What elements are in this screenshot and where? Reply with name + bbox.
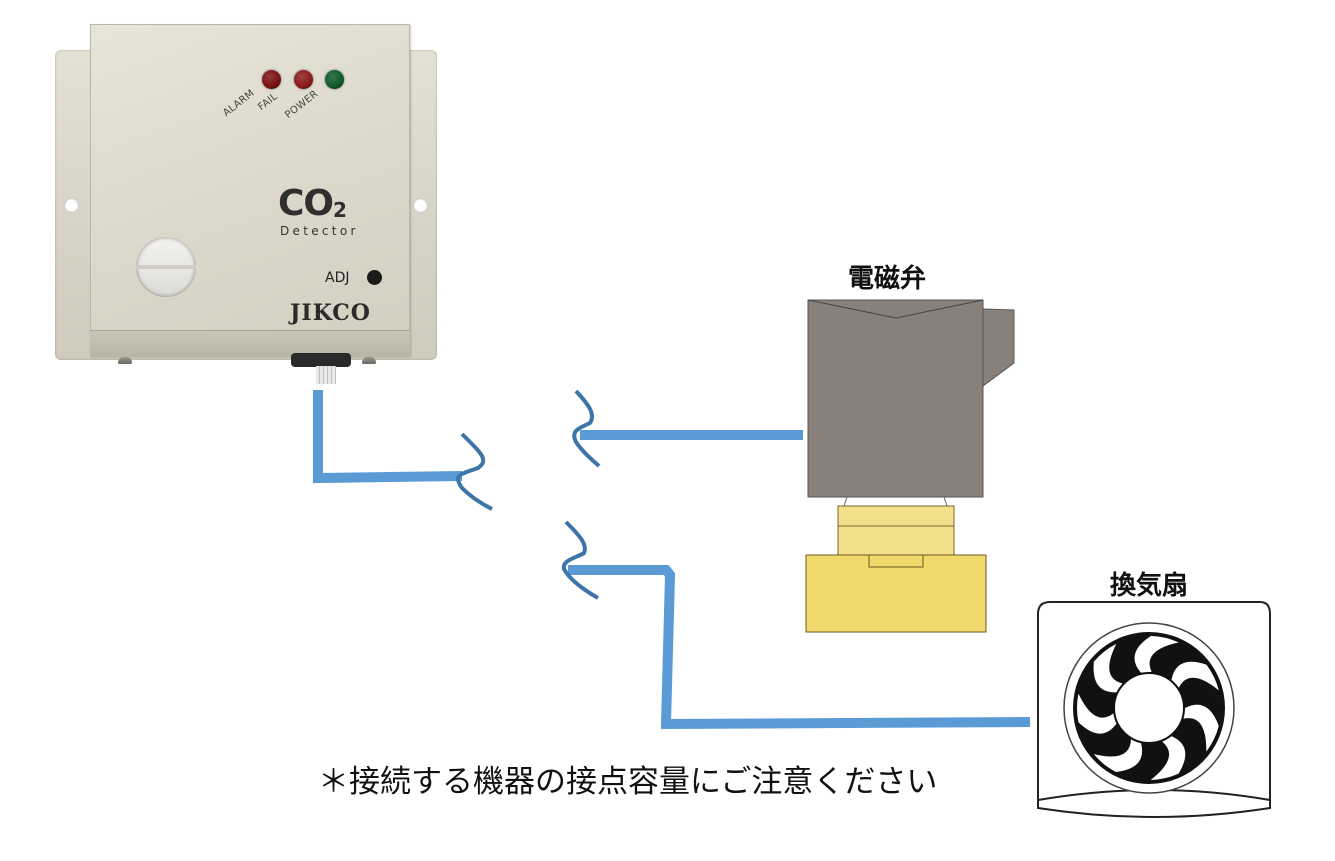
- fan-blade-gap: [1171, 661, 1219, 691]
- detector-wire: [313, 390, 463, 484]
- output-cable: [316, 366, 336, 384]
- caution-note: ＊接続する機器の接点容量にご注意ください: [318, 764, 938, 800]
- product-name: CO2: [278, 183, 347, 226]
- valve-stem-left: [843, 496, 848, 507]
- valve-port-notch: [868, 554, 924, 568]
- fan-blade-gap: [1093, 739, 1143, 773]
- valve-wire-break-mark: [572, 389, 601, 468]
- valve-bonnet: [837, 505, 955, 556]
- adj-label: ADJ: [325, 270, 350, 286]
- valve-stem-right: [943, 496, 948, 507]
- cable-grommet: [291, 353, 351, 367]
- mount-hole-right: [413, 198, 428, 213]
- product-subtitle: Detector: [280, 224, 359, 238]
- valve-coil: [807, 299, 984, 498]
- solenoid-valve-label: 電磁弁: [848, 264, 927, 294]
- alarm-led: [262, 70, 281, 89]
- fan-blade-gap: [1134, 636, 1179, 673]
- ventilation-fan-label: 換気扇: [1110, 571, 1189, 601]
- fan-blade-gap: [1093, 643, 1123, 693]
- mount-hole-left: [64, 198, 79, 213]
- fan-blade-gaps: [1077, 636, 1219, 780]
- fan-blade-gap: [1077, 693, 1117, 734]
- detector-bottom-edge: [90, 330, 410, 357]
- fail-led: [294, 70, 313, 89]
- fan-wire-break-mark: [561, 520, 599, 600]
- valve-connector: [982, 308, 1015, 387]
- screw-right: [362, 357, 376, 364]
- ventilation-fan: [1037, 601, 1271, 818]
- power-led: [325, 70, 344, 89]
- product-name-main: CO: [278, 183, 334, 224]
- brand-logo: JIKCO: [290, 300, 371, 326]
- screw-left: [118, 357, 132, 364]
- fan-wire: [568, 565, 1031, 730]
- valve-coil-top-edge: [807, 299, 984, 319]
- adj-button[interactable]: [367, 270, 382, 285]
- fan-blade-gap: [1183, 704, 1219, 752]
- fan-blade-gap: [1150, 736, 1186, 780]
- gas-sensor-vent: [136, 237, 196, 297]
- solenoid-valve: [805, 299, 1015, 633]
- product-name-subscript: 2: [333, 198, 347, 222]
- fan-hub: [1113, 672, 1185, 744]
- detector-wire-break-mark: [456, 432, 493, 511]
